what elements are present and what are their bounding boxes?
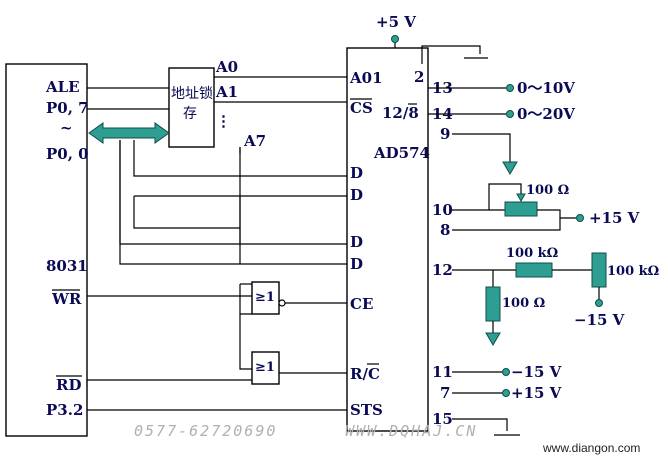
ad574-d4-label: D: [350, 255, 363, 273]
gate1-inverter-bubble: [278, 299, 286, 307]
pot1-wiper-arrow-icon: [516, 193, 526, 203]
latch-label-line2: 存: [183, 106, 197, 122]
data-line-d3: [119, 140, 347, 245]
latch-a7-label: A7: [243, 132, 266, 150]
ad574-d3-label: D: [350, 233, 363, 251]
data-bus-arrow-icon: [88, 122, 170, 144]
pin9-label: 9: [440, 125, 450, 143]
ad574-name-label: AD574: [373, 144, 430, 162]
pot1-right-wire: [537, 209, 577, 219]
pot3-resistor-icon: [485, 286, 501, 322]
cpu-ale-label: ALE: [45, 78, 80, 96]
series-resistor-icon: [515, 262, 553, 278]
pot3-label: 100 Ω: [502, 296, 545, 311]
gate1-input2-wire: [239, 284, 252, 315]
latch-a1-label: A1: [215, 83, 238, 101]
minus15-label-a: −15 V: [574, 311, 625, 329]
pin13-terminal-icon: [506, 84, 514, 92]
cpu-p00-label: P0, 0: [46, 145, 89, 163]
plus15-terminal-b-icon: [502, 389, 510, 397]
range1-label: 0～10V: [517, 79, 575, 97]
supply-plus5-label: +5 V: [376, 13, 416, 31]
data-line-d4: [119, 140, 347, 265]
data-line-loop-left: [133, 196, 240, 229]
ad574-block: [346, 47, 429, 432]
ad574-pin2-label: 2: [414, 68, 424, 86]
minus15-label-b: −15 V: [511, 363, 562, 381]
cpu-tilde-label: ~: [60, 119, 73, 137]
ad574-d2-label: D: [350, 186, 363, 204]
cpu-name-label: 8031: [46, 257, 88, 275]
ad574-rc-label: R/C: [350, 365, 380, 383]
plus15-label-a: +15 V: [589, 209, 640, 227]
ad574-ce-label: CE: [350, 295, 373, 313]
gate1-label: ≥1: [255, 290, 275, 305]
watermark-corner: www.diangon.com: [542, 441, 640, 455]
pin11-label: 11: [432, 363, 453, 381]
range2-label: 0～20V: [517, 105, 575, 123]
pin2-ground-wire: [421, 45, 481, 64]
plus15-label-b: +15 V: [511, 384, 562, 402]
ad574-a01-label: A01: [349, 69, 383, 87]
pin7-label: 7: [440, 384, 450, 402]
cpu-rd-label: RD: [56, 376, 81, 394]
latch-dots-label: ⋮: [216, 112, 231, 130]
ad574-sts-label: STS: [350, 401, 383, 419]
pot3-arrow-icon: [485, 332, 501, 346]
data-line-d1: [133, 140, 347, 177]
cpu-p07-label: P0, 7: [46, 99, 89, 117]
cpu-8031-block: [5, 63, 88, 437]
pin14-terminal-icon: [506, 110, 514, 118]
pin8-label: 8: [440, 221, 450, 239]
address-latch-block: [168, 67, 215, 148]
ad574-pin12-8-label: 12/8: [382, 104, 419, 122]
pin15-label: 15: [432, 410, 453, 428]
ad574-d1-label: D: [350, 164, 363, 182]
pot2-resistor-icon: [591, 252, 607, 288]
pin8-wire: [452, 218, 561, 231]
pin10-label: 10: [432, 201, 453, 219]
pin9-wire: [452, 133, 511, 162]
gate2-label: ≥1: [255, 360, 275, 375]
or-gate-1: [251, 281, 280, 315]
latch-a0-label: A0: [215, 58, 238, 76]
input-arrow-icon: [502, 161, 518, 175]
pot1-wiper-wire: [488, 183, 522, 210]
watermark-phone: 0577-62720690: [134, 422, 277, 440]
cpu-wr-label: WR: [51, 290, 82, 308]
plus15-terminal-a-icon: [576, 214, 584, 222]
pin12-label: 12: [432, 261, 453, 279]
or-gate-2: [251, 351, 280, 385]
pin15-wire: [452, 418, 508, 431]
pot1-resistor-icon: [504, 201, 538, 217]
pot1-label: 100 Ω: [526, 183, 569, 198]
gate2-input1-wire: [239, 314, 252, 370]
watermark-site: WWW.DQHAJ.CN: [345, 422, 477, 440]
vcc-terminal-icon: [391, 35, 399, 43]
ad574-cs-label: CS: [350, 99, 373, 117]
minus15-terminal-b-icon: [502, 368, 510, 376]
series-resistor-label: 100 kΩ: [506, 246, 558, 261]
cpu-p32-label: P3.2: [46, 401, 83, 419]
latch-label-line1: 地址锁: [171, 86, 213, 102]
minus15-terminal-a-icon: [595, 299, 603, 307]
pot2-label: 100 kΩ: [607, 264, 659, 279]
